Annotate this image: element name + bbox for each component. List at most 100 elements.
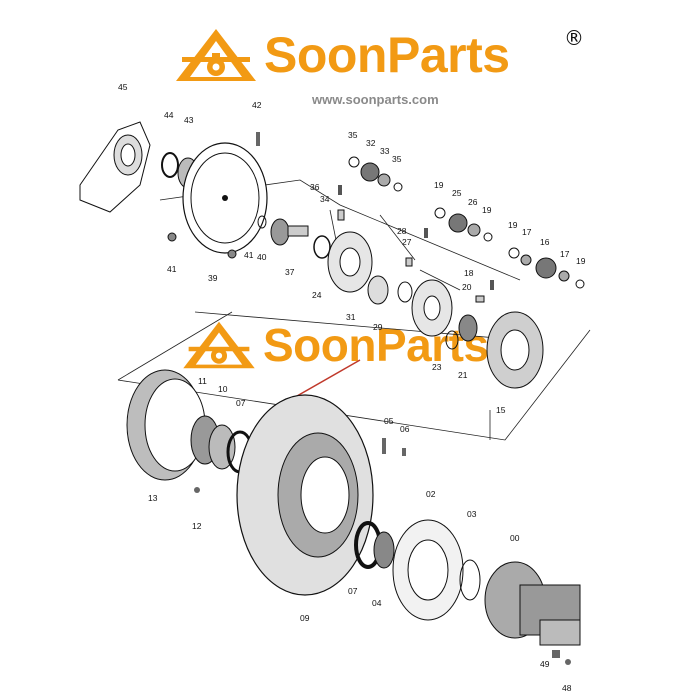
part-18-pin [490,280,494,290]
label-23: 23 [432,362,442,372]
part-31-planet-carrier [327,231,373,293]
label-11: 11 [198,376,207,386]
label-18: 18 [464,268,474,278]
gear-and-wrench-icon [176,29,256,81]
label-17b: 17 [560,249,570,259]
part-41-bolt [167,232,177,242]
part-21-sun-gear [458,314,478,342]
label-35b: 35 [392,154,402,164]
label-04: 04 [372,598,382,608]
label-00: 00 [510,533,520,543]
part-29-ring [367,275,389,305]
label-44: 44 [164,110,174,120]
label-43: 43 [184,115,194,125]
label-45: 45 [118,82,128,92]
part-36-pin [338,185,342,195]
part-39-cover-plate [182,142,268,254]
label-39: 39 [208,273,218,283]
website-url: www.soonparts.com [312,92,439,107]
label-03: 03 [467,509,477,519]
label-33: 33 [380,146,390,156]
part-29-washer [397,281,413,303]
part-32-planet-gear [360,162,380,182]
label-29: 29 [373,322,383,332]
label-02: 02 [426,489,436,499]
part-second-carrier [411,279,453,337]
part-19-washer-c [508,247,520,259]
part-24-washer [313,235,331,259]
part-44-ring [161,152,179,178]
part-41-bolt-b [227,249,237,259]
part-05-bolt [382,438,386,454]
part-25-planet-gear [448,213,468,233]
part-42-bolt [256,132,260,146]
part-19-washer-b [483,232,493,242]
label-21: 21 [458,370,468,380]
part-35-washer [348,156,360,168]
label-13: 13 [148,493,158,503]
registered-mark-top: ® [564,26,584,50]
label-20: 20 [462,282,472,292]
part-19-washer-d [575,279,585,289]
part-37-sun-gear-shaft [270,218,309,246]
part-33-bearing [377,173,391,187]
label-27: 27 [402,237,412,247]
part-02-flange [392,519,464,621]
part-06-washer [402,448,406,456]
part-20-pin [475,295,485,303]
label-15: 15 [496,405,506,415]
part-27-pin [405,257,413,267]
label-41a: 41 [167,264,177,274]
label-42: 42 [252,100,262,110]
part-35-washer-b [393,182,403,192]
label-36: 36 [310,182,320,192]
label-25: 25 [452,188,462,198]
part-17-bearing [520,254,532,266]
part-number-labels: 45 44 43 42 41 41 39 40 37 36 34 35 32 3… [118,82,586,693]
label-48: 48 [562,683,572,693]
part-49-plate [552,650,560,658]
part-28-pin [424,228,428,238]
label-19c: 19 [508,220,518,230]
brand-logo-watermark: SoonParts ® [183,318,523,372]
label-06: 06 [400,424,410,434]
label-19b: 19 [482,205,492,215]
label-26: 26 [468,197,478,207]
label-12: 12 [192,521,202,531]
label-49: 49 [540,659,550,669]
label-24: 24 [312,290,322,300]
part-16-planet-gear [535,257,557,279]
gear-and-wrench-icon [183,321,255,369]
part-34-pin [337,209,345,221]
label-35a: 35 [348,130,358,140]
part-15-carrier-assembly [486,311,544,389]
part-45-bearing-block [79,121,151,213]
part-26-bearing [467,223,481,237]
brand-logo-top: SoonParts ® [176,26,584,84]
label-16: 16 [540,237,550,247]
label-37: 37 [285,267,295,277]
part-09-sprocket-hub [236,394,374,596]
label-19d: 19 [576,256,586,266]
label-07b: 07 [348,586,358,596]
label-41b: 41 [244,250,254,260]
brand-name-top: SoonParts [264,27,510,83]
label-40: 40 [257,252,267,262]
part-00-travel-motor [484,561,581,646]
label-31: 31 [346,312,356,322]
label-34: 34 [320,194,330,204]
part-12-pin [194,487,200,493]
label-28: 28 [397,226,407,236]
label-17a: 17 [522,227,532,237]
part-23-ring [445,330,459,350]
label-09: 09 [300,613,310,623]
part-40-ring [257,215,267,229]
label-19a: 19 [434,180,444,190]
label-07a: 07 [236,398,246,408]
part-48-plug [565,659,571,665]
part-17-bearing-b [558,270,570,282]
part-13-ring-gear [126,369,206,481]
part-04-seal [373,531,395,569]
label-32: 32 [366,138,376,148]
